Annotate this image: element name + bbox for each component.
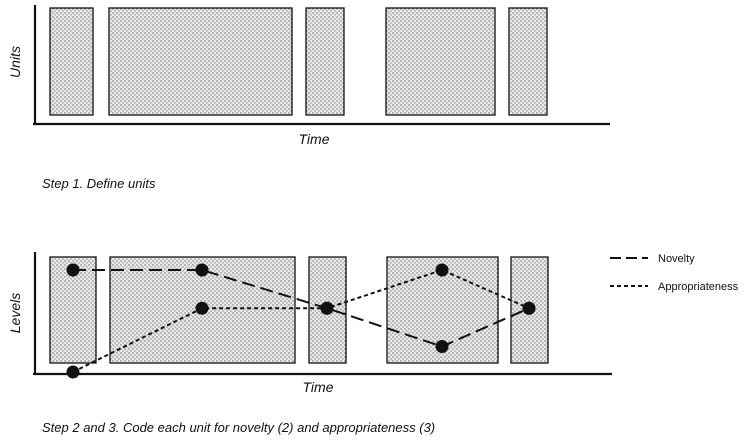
panel1-units: Units Time (7, 5, 610, 147)
panel2-caption: Step 2 and 3. Code each unit for novelty… (42, 420, 436, 435)
panel2-levels: Levels Time Novelty Appropriateness (7, 252, 739, 395)
legend: Novelty Appropriateness (610, 253, 739, 293)
novelty-point (435, 340, 449, 353)
panel1-caption: Step 1. Define units (42, 176, 156, 191)
appropriateness-point (522, 301, 536, 315)
legend-novelty-label: Novelty (658, 253, 695, 265)
unit-box (305, 7, 345, 116)
appropriateness-point (435, 263, 449, 277)
panel2-y-label: Levels (7, 293, 23, 333)
appropriateness-point (320, 301, 334, 315)
series-layer (66, 263, 536, 379)
panel1-x-label: Time (299, 131, 330, 147)
appropriateness-point (195, 301, 209, 315)
novelty-point (195, 263, 209, 277)
novelty-point (66, 263, 80, 277)
unit-box (108, 7, 293, 116)
unit-box (385, 7, 496, 116)
unit-box (49, 7, 94, 116)
panel1-y-label: Units (7, 46, 23, 78)
unit-box (508, 7, 548, 116)
legend-appropriateness-label: Appropriateness (658, 281, 739, 293)
panel2-x-label: Time (303, 379, 334, 395)
appropriateness-point (66, 365, 80, 379)
